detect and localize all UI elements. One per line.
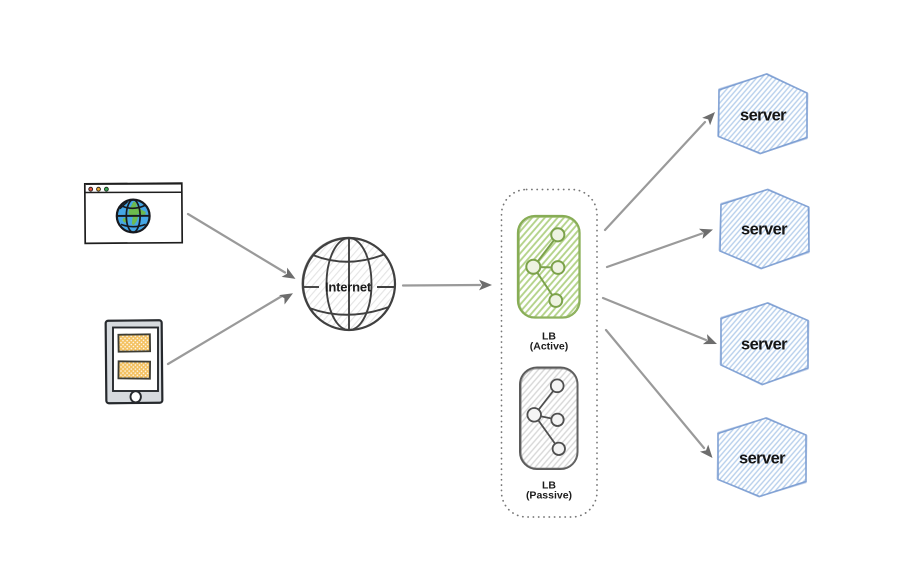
svg-text:LB: LB	[542, 331, 556, 343]
svg-text:server: server	[740, 107, 787, 125]
svg-text:server: server	[741, 221, 788, 239]
svg-text:server: server	[739, 450, 786, 468]
svg-text:Internet: Internet	[325, 280, 372, 295]
svg-text:LB: LB	[542, 480, 556, 492]
svg-text:(Active): (Active)	[530, 341, 569, 353]
svg-text:server: server	[741, 336, 788, 354]
svg-text:(Passive): (Passive)	[526, 490, 572, 502]
